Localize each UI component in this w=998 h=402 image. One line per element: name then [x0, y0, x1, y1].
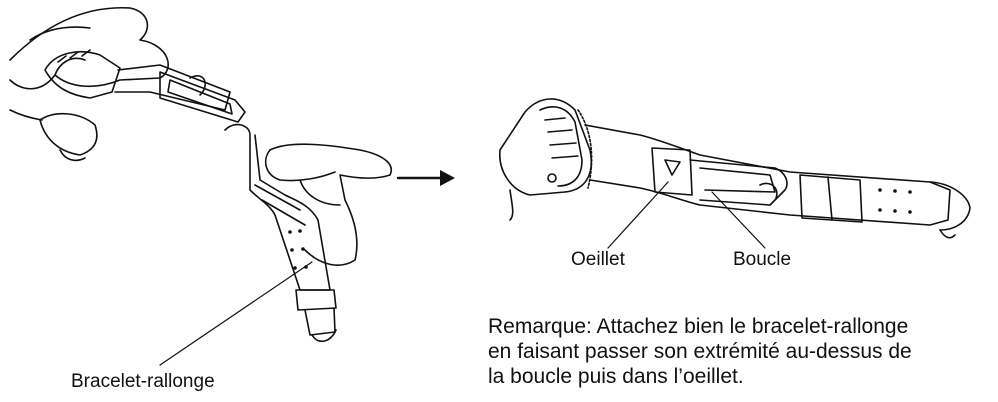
leader-boucle	[712, 192, 765, 248]
leader-oeillet	[608, 182, 668, 248]
left-hand-upper	[10, 8, 168, 89]
arrow-head	[440, 170, 455, 186]
note-line: en faisant passer son extrémité au-dessu…	[488, 339, 912, 364]
right-watch-case	[500, 99, 591, 195]
instruction-note: Remarque: Attachez bien le bracelet-rall…	[488, 314, 912, 389]
leader-bracelet	[160, 262, 312, 365]
left-strap-short	[115, 65, 230, 110]
note-line: la boucle puis dans l’oeillet.	[488, 364, 912, 389]
extension-strap	[225, 125, 330, 290]
label-extension-strap: Bracelet-rallonge	[71, 372, 215, 391]
note-line: Remarque: Attachez bien le bracelet-rall…	[488, 314, 912, 339]
right-eyelet	[652, 148, 692, 195]
label-eyelet: Oeillet	[571, 250, 625, 269]
label-buckle: Boucle	[733, 250, 791, 269]
left-illustration	[10, 8, 391, 342]
